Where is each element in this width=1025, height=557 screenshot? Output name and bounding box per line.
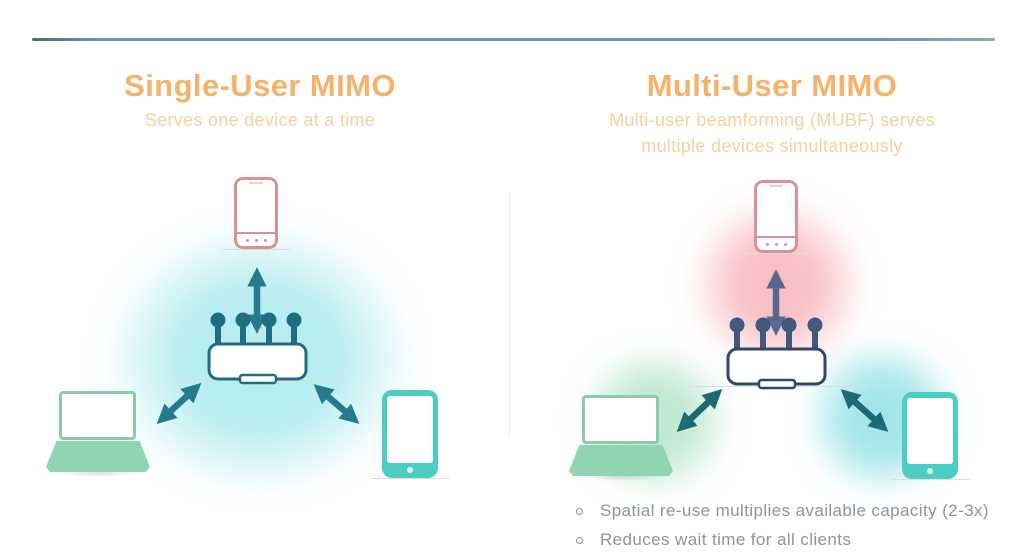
benefit-item: Spatial re-use multiplies available capa… xyxy=(576,501,989,521)
router-left-baseline xyxy=(172,380,344,381)
benefit-item: Reduces wait time for all clients xyxy=(576,530,989,550)
phone-button-dot xyxy=(774,242,778,246)
smartphone-icon-right xyxy=(754,180,798,253)
right-panel-subtitle: Multi-user beamforming (MUBF) serves mul… xyxy=(609,110,935,156)
phone-button-band xyxy=(237,232,275,246)
smartphone-icon-left xyxy=(234,177,278,249)
tablet-icon-left xyxy=(382,390,438,478)
tablet-right-baseline xyxy=(892,479,970,480)
tablet-home-button xyxy=(407,467,413,473)
right-panel-title: Multi-User MIMO xyxy=(646,68,898,103)
benefit-text: Spatial re-use multiplies available capa… xyxy=(600,501,989,520)
tablet-screen xyxy=(387,396,433,463)
laptop-base xyxy=(46,441,150,472)
router-right-baseline xyxy=(690,386,868,387)
laptop-shadow xyxy=(52,469,144,477)
laptop-shadow xyxy=(575,473,667,481)
benefits-list: Spatial re-use multiplies available capa… xyxy=(576,501,989,557)
top-divider-line xyxy=(32,38,995,41)
bullet-icon xyxy=(576,507,583,515)
phone-camera-slot xyxy=(769,185,783,187)
left-panel-subtitle: Serves one device at a time xyxy=(144,110,376,130)
phone-camera-slot xyxy=(249,182,263,184)
laptop-base xyxy=(569,445,673,476)
coverage-glow-cyan xyxy=(103,222,415,494)
bullet-icon xyxy=(576,536,583,544)
benefit-text: Reduces wait time for all clients xyxy=(600,530,852,549)
panel-divider-line xyxy=(509,192,510,437)
phone-right-baseline xyxy=(742,253,810,254)
phone-left-baseline xyxy=(223,249,290,250)
left-panel-title: Single-User MIMO xyxy=(124,68,396,103)
phone-button-dot xyxy=(245,238,249,242)
phone-button-dot xyxy=(254,238,258,242)
tablet-screen xyxy=(907,398,953,464)
laptop-icon-left xyxy=(59,391,136,440)
phone-button-dot xyxy=(783,242,787,246)
laptop-icon-right xyxy=(582,395,659,444)
phone-button-dot xyxy=(765,242,769,246)
tablet-left-baseline xyxy=(371,478,449,479)
phone-button-dot xyxy=(263,238,267,242)
phone-button-band xyxy=(757,236,795,250)
tablet-icon-right xyxy=(902,392,958,479)
tablet-home-button xyxy=(927,468,933,474)
